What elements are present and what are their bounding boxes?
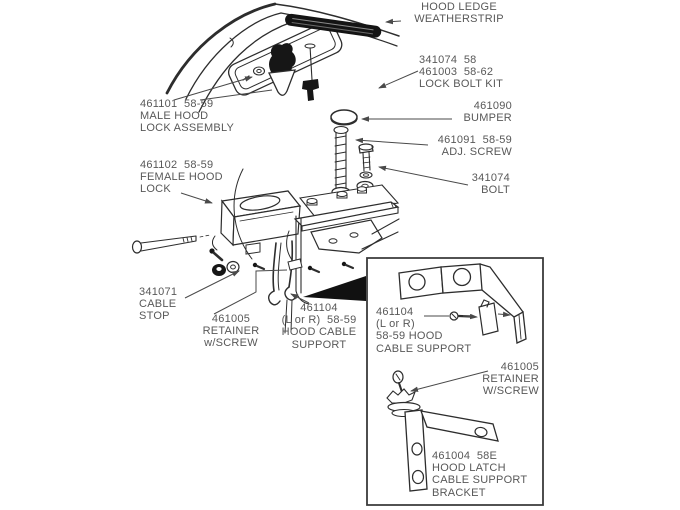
callout-cable-stop: 341071 CABLE STOP <box>139 286 178 323</box>
hood-cable-drawing <box>252 241 366 333</box>
inset-callout-retainer-w-screw: 461005 RETAINER W/SCREW <box>482 361 539 398</box>
inset-callout-latch-bracket: 461004 58E HOOD LATCH CABLE SUPPORT BRAC… <box>432 450 528 499</box>
callout-lock-bolt-kit: 341074 58 461003 58-62 LOCK BOLT KIT <box>419 54 504 91</box>
callout-hood-cable-support: 461104 (L or R) 58-59 HOOD CABLE SUPPORT <box>281 302 357 351</box>
callout-bolt: 341074 BOLT <box>471 172 510 197</box>
bumper-drawing <box>331 110 357 125</box>
male-hood-lock-drawing <box>243 43 296 95</box>
weatherstrip-drawing <box>285 13 382 38</box>
leader-lines <box>174 18 511 392</box>
callout-retainer-w-screw: 461005 RETAINER w/SCREW <box>202 313 260 350</box>
callout-adj-screw: 461091 58-59 ADJ. SCREW <box>437 134 512 159</box>
callout-male-hood-lock-assembly: 461101 58-59 MALE HOOD LOCK ASSEMBLY <box>140 98 235 135</box>
inset-cable-support-drawing <box>399 264 526 343</box>
inset-callout-cable-support: 461104 (L or R) 58-59 HOOD CABLE SUPPORT <box>376 306 472 355</box>
callout-female-hood-lock: 461102 58-59 FEMALE HOOD LOCK <box>140 159 223 196</box>
callout-bumper: 461090 BUMPER <box>463 100 512 125</box>
lock-bolt-drawing <box>302 44 319 101</box>
inset-latch-bracket-drawing <box>387 371 498 491</box>
female-hood-lock-drawing <box>133 127 400 305</box>
callout-hood-ledge-weatherstrip: HOOD LEDGE WEATHERSTRIP <box>414 1 504 26</box>
